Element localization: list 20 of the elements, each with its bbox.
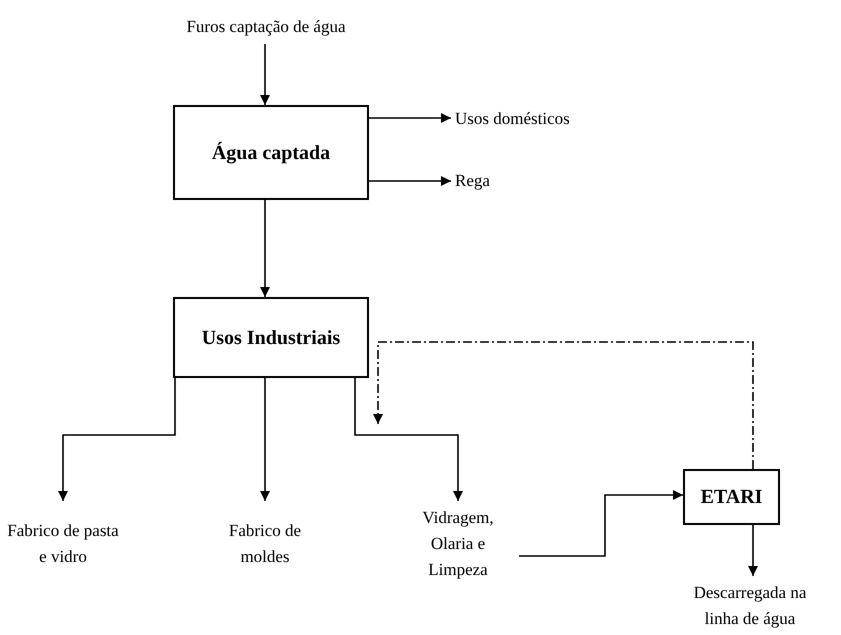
output-label: Usos domésticos bbox=[455, 106, 635, 132]
output-label: Fabrico de pasta e vidro bbox=[6, 505, 120, 583]
arrow bbox=[58, 378, 176, 501]
arrow bbox=[260, 200, 270, 297]
output-label: Fabrico de moldes bbox=[215, 505, 315, 583]
process-box: Água captada bbox=[173, 105, 369, 200]
source-label: Furos captação de água bbox=[150, 14, 382, 40]
process-box: ETARI bbox=[683, 469, 780, 525]
output-label: Descarregada na linha de água bbox=[684, 580, 816, 632]
arrow bbox=[354, 378, 463, 501]
arrow bbox=[260, 44, 270, 105]
output-label: Rega bbox=[455, 168, 515, 194]
output-label: Vidragem, Olaria e Limpeza bbox=[401, 505, 515, 583]
arrow bbox=[748, 525, 758, 576]
arrow bbox=[369, 176, 451, 186]
process-box: Usos Industriais bbox=[173, 297, 369, 378]
dashed-arrow bbox=[373, 341, 754, 469]
arrow bbox=[519, 490, 683, 557]
arrow bbox=[369, 113, 451, 123]
arrow bbox=[260, 378, 270, 501]
